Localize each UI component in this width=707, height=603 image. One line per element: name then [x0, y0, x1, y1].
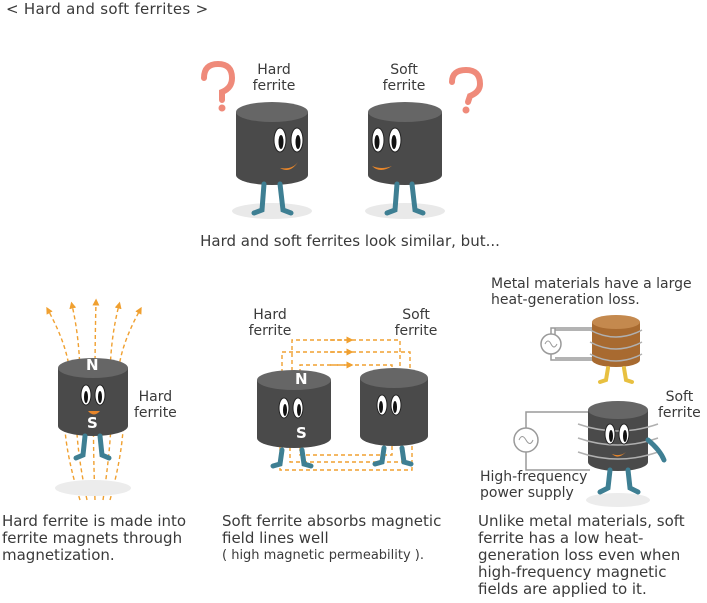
label-line: ferrite [394, 323, 438, 339]
question-mark-icon [449, 66, 484, 114]
hard-ferrite-character [232, 102, 312, 219]
caption-line: high-frequency magnetic [478, 563, 667, 581]
soft-ferrite-label: Soft ferrite [658, 389, 701, 421]
caption-line: magnetization. [2, 546, 115, 564]
pole-s-label: S [296, 424, 307, 442]
hard-ferrite-label: Hard ferrite [249, 307, 292, 339]
hard-ferrite-magnet [257, 370, 331, 469]
hard-ferrite-label: Hard ferrite [253, 62, 296, 94]
panel3-caption: Unlike metal materials, soft ferrite has… [478, 513, 685, 598]
caption-line: fields are applied to it. [478, 580, 647, 598]
comparison-caption: Hard and soft ferrites look similar, but… [200, 232, 500, 250]
soft-ferrite-block [360, 368, 428, 467]
caption-line: generation loss even when [478, 546, 681, 564]
caption-line: ferrite has a low heat- [478, 529, 644, 547]
label-line: Soft [402, 307, 430, 323]
hard-ferrite-magnet [55, 358, 131, 496]
caption-line: field lines well [222, 529, 329, 547]
label-line: ferrite [382, 78, 426, 94]
pole-n-label: N [86, 356, 99, 374]
metal-coil-circuit [540, 315, 643, 384]
caption-line: ferrite magnets through [2, 529, 183, 547]
caption-line: ( high magnetic permeability ). [222, 548, 424, 563]
label-line: heat-generation loss. [491, 292, 640, 308]
soft-ferrite-label: Soft ferrite [395, 307, 438, 339]
metal-note: Metal materials have a large heat-genera… [491, 276, 692, 308]
label-line: Metal materials have a large [491, 276, 692, 292]
label-line: ferrite [134, 405, 177, 421]
soft-ferrite-character [365, 102, 445, 219]
power-supply-label: High-frequency power supply [480, 469, 587, 501]
label-line: High-frequency [480, 469, 588, 485]
page-title: < Hard and soft ferrites > [6, 0, 209, 18]
caption-line: Hard ferrite is made into [2, 512, 187, 530]
label-line: ferrite [658, 405, 701, 421]
label-line: Hard [257, 62, 291, 78]
label-line: Soft [390, 62, 418, 78]
soft-ferrite-label: Soft ferrite [383, 62, 426, 94]
label-line: Hard [253, 307, 287, 323]
label-line: Hard [138, 389, 173, 405]
hard-ferrite-label: Hard ferrite [134, 389, 177, 421]
label-line: Soft [665, 389, 694, 405]
panel2-caption: Soft ferrite absorbs magnetic field line… [222, 513, 441, 564]
label-line: ferrite [248, 323, 292, 339]
caption-line: Unlike metal materials, soft [478, 512, 685, 530]
label-line: ferrite [252, 78, 296, 94]
pole-n-label: N [295, 370, 308, 388]
soft-ferrite-coil-circuit [513, 401, 667, 507]
question-mark-icon [201, 60, 236, 112]
label-line: power supply [480, 485, 574, 501]
pole-s-label: S [87, 414, 98, 432]
caption-line: Soft ferrite absorbs magnetic [222, 512, 442, 530]
panel1-caption: Hard ferrite is made into ferrite magnet… [2, 513, 186, 564]
